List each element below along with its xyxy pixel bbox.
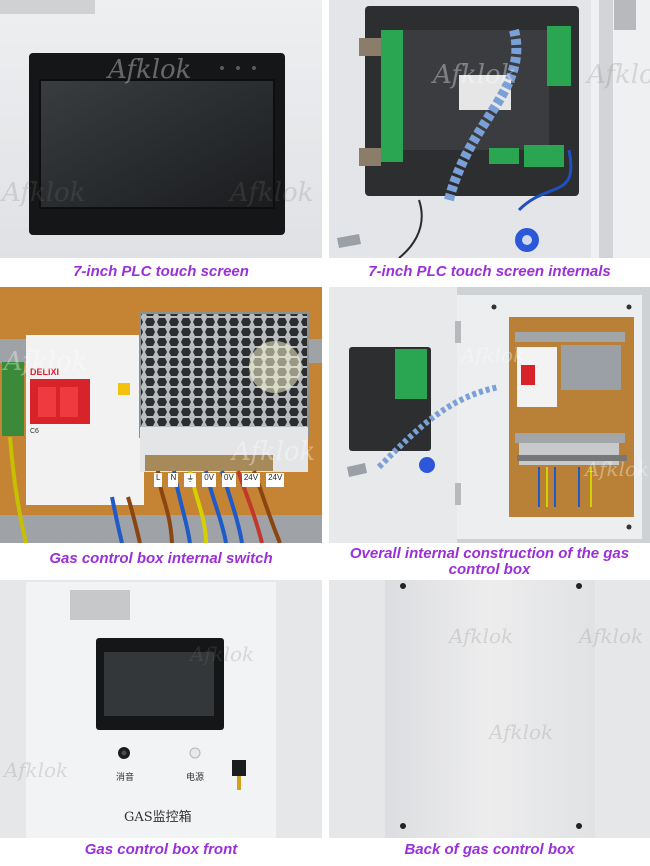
photo-plc-screen: Afklok Afklok Afklok: [0, 0, 322, 258]
cell-internal-switch: DELIXI C6: [0, 287, 322, 576]
overall-construction-image: [329, 287, 650, 543]
cell-plc-internals: Afklok Afklok 7-inch PLC touch screen in…: [329, 0, 650, 287]
photo-internal-switch: DELIXI C6: [0, 287, 322, 543]
cell-overall-construction: Afklok Afklok Overall internal construct…: [329, 287, 650, 578]
cell-box-front: 消音 电源 GAS监控箱 Afklok Afklok Gas control b…: [0, 576, 322, 866]
caption-plc-screen: 7-inch PLC touch screen: [73, 263, 249, 280]
caption-internal-switch: Gas control box internal switch: [49, 550, 273, 567]
box-back-image: [329, 580, 650, 838]
caption-overall-construction: Overall internal construction of the gas…: [349, 545, 630, 578]
photo-box-back: Afklok Afklok Afklok: [329, 580, 650, 838]
psu-wire-labels: L N ⏚ 0V 0V 24V 24V: [154, 473, 294, 487]
caption-plc-internals: 7-inch PLC touch screen internals: [368, 263, 611, 280]
photo-plc-internals: Afklok Afklok: [329, 0, 650, 258]
wire-label: 24V: [241, 473, 261, 487]
caption-box-front: Gas control box front: [84, 841, 238, 858]
wire-label: N: [168, 473, 179, 487]
breaker-rating-label: C6: [30, 428, 39, 435]
cell-plc-screen: Afklok Afklok Afklok 7-inch PLC touch sc…: [0, 0, 322, 287]
cell-box-back: Afklok Afklok Afklok Back of gas control…: [329, 576, 650, 866]
wire-label: ⏚: [184, 473, 197, 487]
breaker-brand-label: DELIXI: [30, 367, 59, 377]
caption-box-back: Back of gas control box: [404, 841, 575, 858]
wire-label: L: [154, 473, 163, 487]
box-front-image: [0, 580, 322, 838]
plc-internals-image: [329, 0, 650, 258]
plc-screen-image: [0, 0, 322, 258]
mute-label: 消音: [116, 773, 135, 783]
internal-switch-image: DELIXI C6: [0, 287, 322, 543]
box-title-label: GAS监控箱: [124, 810, 192, 825]
wire-label: 0V: [222, 473, 236, 487]
photo-box-front: 消音 电源 GAS监控箱 Afklok Afklok: [0, 580, 322, 838]
wire-label: 24V: [266, 473, 285, 487]
wire-label: 0V: [202, 473, 217, 487]
power-label: 电源: [186, 773, 205, 783]
photo-overall-construction: Afklok Afklok: [329, 287, 650, 543]
